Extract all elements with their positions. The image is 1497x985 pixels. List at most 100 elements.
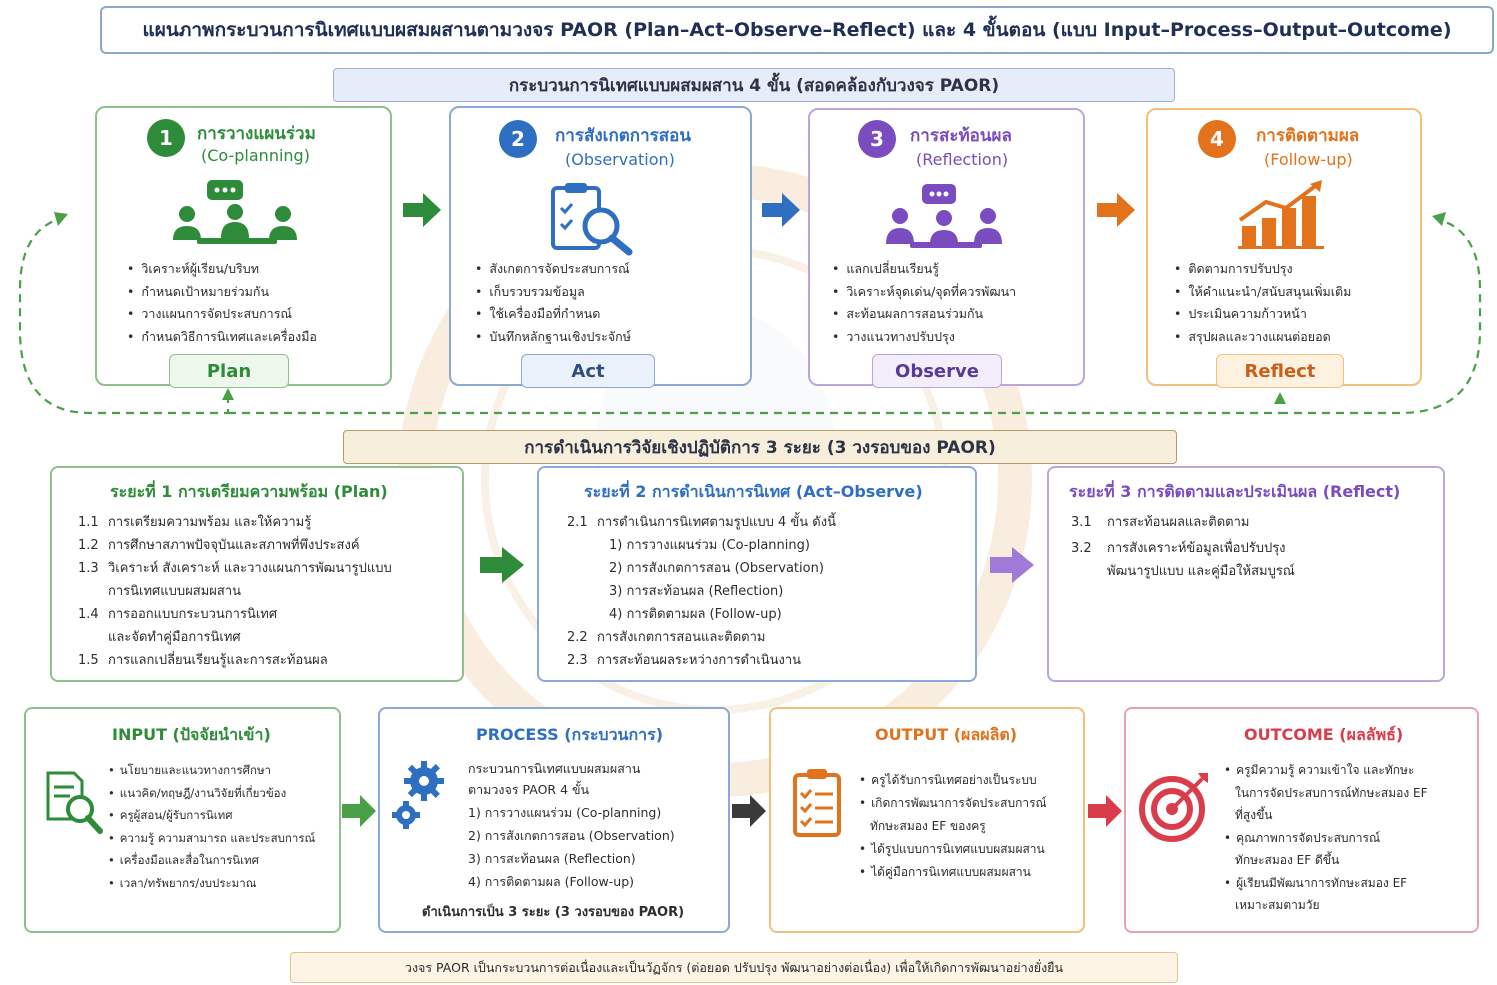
- arrow-right-icon: [342, 795, 376, 827]
- list-item-continuation: ทักษะสมอง EF ดีขึ้น: [1235, 853, 1340, 867]
- phase-card-act-observe: ระยะที่ 2 การดำเนินการนิเทศ (Act–Observe…: [537, 466, 977, 682]
- phase-tag-act: Act: [521, 354, 655, 388]
- list-item: ความรู้ ความสามารถ และประสบการณ์: [108, 827, 315, 850]
- list-item: สะท้อนผลการสอนร่วมกัน: [832, 303, 1016, 326]
- phase-title: ระยะที่ 3 การติดตามและประเมินผล (Reflect…: [1069, 482, 1401, 501]
- output-title: OUTPUT (ผลผลิต): [875, 725, 1018, 744]
- arrow-right-icon: [762, 193, 800, 227]
- list-item: วิเคราะห์ผู้เรียน/บริบท: [127, 258, 317, 281]
- phase-card-plan: ระยะที่ 1 การเตรียมความพร้อม (Plan) 1.1 ก…: [50, 466, 464, 682]
- process-item-list: กระบวนการนิเทศแบบผสมผสาน ตามวงจร PAOR 4 …: [468, 757, 675, 893]
- step-bullet-list: วิเคราะห์ผู้เรียน/บริบท กำหนดเป้าหมายร่ว…: [127, 258, 317, 348]
- phase-title: ระยะที่ 1 การเตรียมความพร้อม (Plan): [110, 482, 388, 501]
- list-item: 2.1 การดำเนินการนิเทศตามรูปแบบ 4 ขั้น ดัง…: [567, 511, 836, 534]
- input-item-list: นโยบายและแนวทางการศึกษา แนวคิด/ทฤษฎี/งาน…: [108, 759, 315, 894]
- item-text: การแลกเปลี่ยนเรียนรู้และการสะท้อนผล: [108, 653, 328, 668]
- step-bullet-list: แลกเปลี่ยนเรียนรู้ วิเคราะห์จุดเด่น/จุดท…: [832, 258, 1016, 348]
- clipboard-magnifier-icon: [551, 183, 633, 256]
- step-title: การสะท้อนผล: [910, 126, 1012, 146]
- list-item: เกิดการพัฒนาการจัดประสบการณ์: [859, 792, 1047, 815]
- item-text: การเตรียมความพร้อม และให้ความรู้: [108, 515, 312, 530]
- step-bullet-list: สังเกตการจัดประสบการณ์ เก็บรวบรวมข้อมูล …: [475, 258, 631, 348]
- list-sub-item: 1) การวางแผนร่วม (Co-planning): [468, 805, 662, 820]
- list-sub-item: 4) การติดตามผล (Follow-up): [609, 607, 782, 622]
- list-item: ครูผู้สอน/ผู้รับการนิเทศ: [108, 804, 315, 827]
- list-item: แนวคิด/ทฤษฎี/งานวิจัยที่เกี่ยวข้อง: [108, 782, 315, 805]
- paor-cycle-loop: [18, 212, 1482, 415]
- item-text: การสังเกตการสอนและติดตาม: [597, 630, 766, 645]
- item-text: การดำเนินการนิเทศตามรูปแบบ 4 ขั้น ดังนี้: [597, 515, 836, 530]
- growth-chart-icon: [1238, 180, 1324, 249]
- gears-icon: [392, 761, 444, 829]
- input-title: INPUT (ปัจจัยนำเข้า): [112, 725, 271, 744]
- output-card: OUTPUT (ผลผลิต) ครูได้รับการนิเทศอย่างเป…: [769, 707, 1085, 933]
- section-header-four-steps: กระบวนการนิเทศแบบผสมผสาน 4 ขั้น (สอดคล้อ…: [333, 68, 1175, 102]
- outcome-item-list: ครูมีความรู้ ความเข้าใจ และทักษะ ในการจั…: [1224, 759, 1428, 917]
- list-item: เวลา/ทรัพยากร/งบประมาณ: [108, 872, 315, 895]
- list-item: วิเคราะห์จุดเด่น/จุดที่ควรพัฒนา: [832, 281, 1016, 304]
- item-text: การสังเคราะห์ข้อมูลเพื่อปรับปรุง: [1107, 541, 1286, 556]
- step-number-badge: 3: [858, 120, 896, 158]
- list-item: ผู้เรียนมีพัฒนาการทักษะสมอง EF: [1224, 872, 1428, 895]
- phase-title: ระยะที่ 2 การดำเนินการนิเทศ (Act–Observe…: [584, 482, 923, 501]
- list-item: กำหนดเป้าหมายร่วมกัน: [127, 281, 317, 304]
- list-item-continuation: ที่สูงขึ้น: [1235, 808, 1273, 822]
- step-card-co-planning: 1 การวางแผนร่วม (Co-planning) วิเคราะห์ผ…: [95, 106, 392, 388]
- item-number: 1.3: [78, 561, 99, 576]
- list-item: 3.2 การสังเคราะห์ข้อมูลเพื่อปรับปรุง: [1071, 537, 1295, 560]
- item-text: การสะท้อนผลระหว่างการดำเนินงาน: [597, 653, 802, 668]
- process-title: PROCESS (กระบวนการ): [476, 725, 664, 744]
- list-item: ใช้เครื่องมือที่กำหนด: [475, 303, 631, 326]
- process-card: PROCESS (กระบวนการ) กระบวนการนิเทศแบบผสม…: [378, 707, 730, 933]
- list-item: สรุปผลและวางแผนต่อยอด: [1174, 326, 1351, 349]
- list-item: 1.3 วิเคราะห์ สังเคราะห์ และวางแผนการพัฒน…: [78, 557, 392, 580]
- phase-card-reflect: ระยะที่ 3 การติดตามและประเมินผล (Reflect…: [1047, 466, 1445, 682]
- item-number: 3.2: [1071, 541, 1092, 556]
- list-item: ติดตามการปรับปรุง: [1174, 258, 1351, 281]
- footer-note: วงจร PAOR เป็นกระบวนการต่อเนื่องและเป็นว…: [290, 952, 1178, 983]
- list-item: ตามวงจร PAOR 4 ขั้น: [468, 782, 590, 797]
- item-number: 3.1: [1071, 515, 1092, 530]
- list-sub-item: 2) การสังเกตการสอน (Observation): [468, 828, 675, 843]
- step-title: การติดตามผล: [1256, 126, 1360, 146]
- arrow-right-icon: [1097, 193, 1135, 227]
- list-item: กำหนดวิธีการนิเทศและเครื่องมือ: [127, 326, 317, 349]
- list-item-continuation: ทักษะสมอง EF ของครู: [870, 819, 986, 833]
- list-item: เครื่องมือและสื่อในการนิเทศ: [108, 849, 315, 872]
- search-document-icon: [46, 771, 103, 834]
- step-title: การสังเกตการสอน: [555, 126, 691, 146]
- phase-item-list: 2.1 การดำเนินการนิเทศตามรูปแบบ 4 ขั้น ดัง…: [567, 511, 836, 672]
- arrow-right-icon: [990, 547, 1034, 583]
- item-number: 1.2: [78, 538, 99, 553]
- list-item-continuation: การนิเทศแบบผสมผสาน: [108, 584, 242, 599]
- step-subtitle: (Reflection): [916, 150, 1009, 169]
- step-number-badge: 1: [147, 119, 185, 157]
- item-number: 2.1: [567, 515, 588, 530]
- process-footer: ดำเนินการเป็น 3 ระยะ (3 วงรอบของ PAOR): [422, 905, 685, 920]
- list-item: ได้รูปแบบการนิเทศแบบผสมผสาน: [859, 838, 1047, 861]
- item-number: 2.3: [567, 653, 588, 668]
- team-meeting-icon: [173, 180, 297, 244]
- list-item: แลกเปลี่ยนเรียนรู้: [832, 258, 1016, 281]
- item-text: การออกแบบกระบวนการนิเทศ: [108, 607, 278, 622]
- step-subtitle: (Follow-up): [1264, 150, 1353, 169]
- list-item: คุณภาพการจัดประสบการณ์: [1224, 827, 1428, 850]
- list-item: กระบวนการนิเทศแบบผสมผสาน: [468, 761, 641, 776]
- list-item: ครูได้รับการนิเทศอย่างเป็นระบบ: [859, 769, 1047, 792]
- list-sub-item: 1) การวางแผนร่วม (Co-planning): [609, 538, 810, 553]
- list-item: เก็บรวบรวมข้อมูล: [475, 281, 631, 304]
- list-item: ประเมินความก้าวหน้า: [1174, 303, 1351, 326]
- item-number: 1.1: [78, 515, 99, 530]
- list-item: บันทึกหลักฐานเชิงประจักษ์: [475, 326, 631, 349]
- section-header-three-phases: การดำเนินการวิจัยเชิงปฏิบัติการ 3 ระยะ (…: [343, 430, 1177, 464]
- item-text: วิเคราะห์ สังเคราะห์ และวางแผนการพัฒนารู…: [108, 561, 392, 576]
- list-sub-item: 3) การสะท้อนผล (Reflection): [468, 851, 636, 866]
- step-card-reflection: 3 การสะท้อนผล (Reflection) แลกเปลี่ยนเรี…: [808, 108, 1085, 388]
- list-item: ให้คำแนะนำ/สนับสนุนเพิ่มเติม: [1174, 281, 1351, 304]
- list-item: วางแนวทางปรับปรุง: [832, 326, 1016, 349]
- arrow-right-icon: [1088, 795, 1122, 827]
- phase-tag-plan: Plan: [169, 354, 289, 388]
